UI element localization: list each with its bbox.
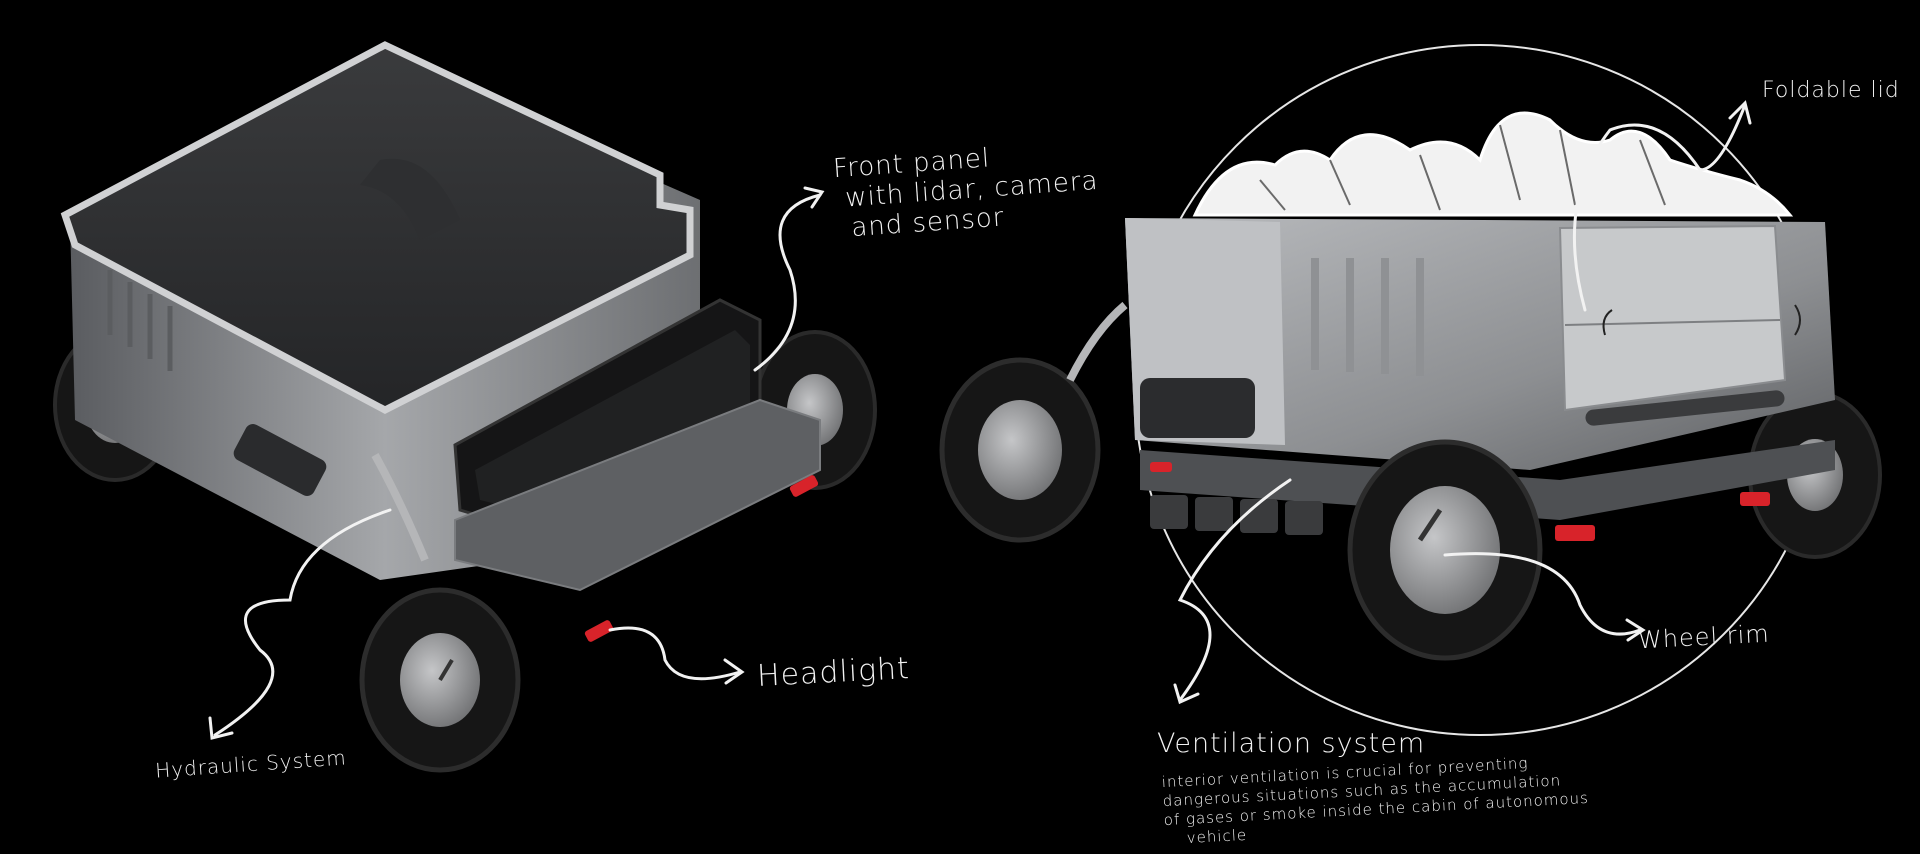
ventilation-title: Ventilation system bbox=[1157, 728, 1426, 759]
wheel-front bbox=[1347, 439, 1543, 661]
annotation-arrows bbox=[208, 100, 1752, 740]
wheel-rear bbox=[939, 357, 1101, 543]
robot-right-view bbox=[939, 44, 1882, 736]
robot-left-view bbox=[53, 41, 877, 773]
wheel-front-left bbox=[359, 587, 521, 773]
foldable-lid-label: Foldable lid bbox=[1762, 78, 1900, 103]
front-panel-label: Front panel with lidar, camera and senso… bbox=[832, 136, 1101, 244]
lid-fold-markers bbox=[1602, 304, 1801, 336]
